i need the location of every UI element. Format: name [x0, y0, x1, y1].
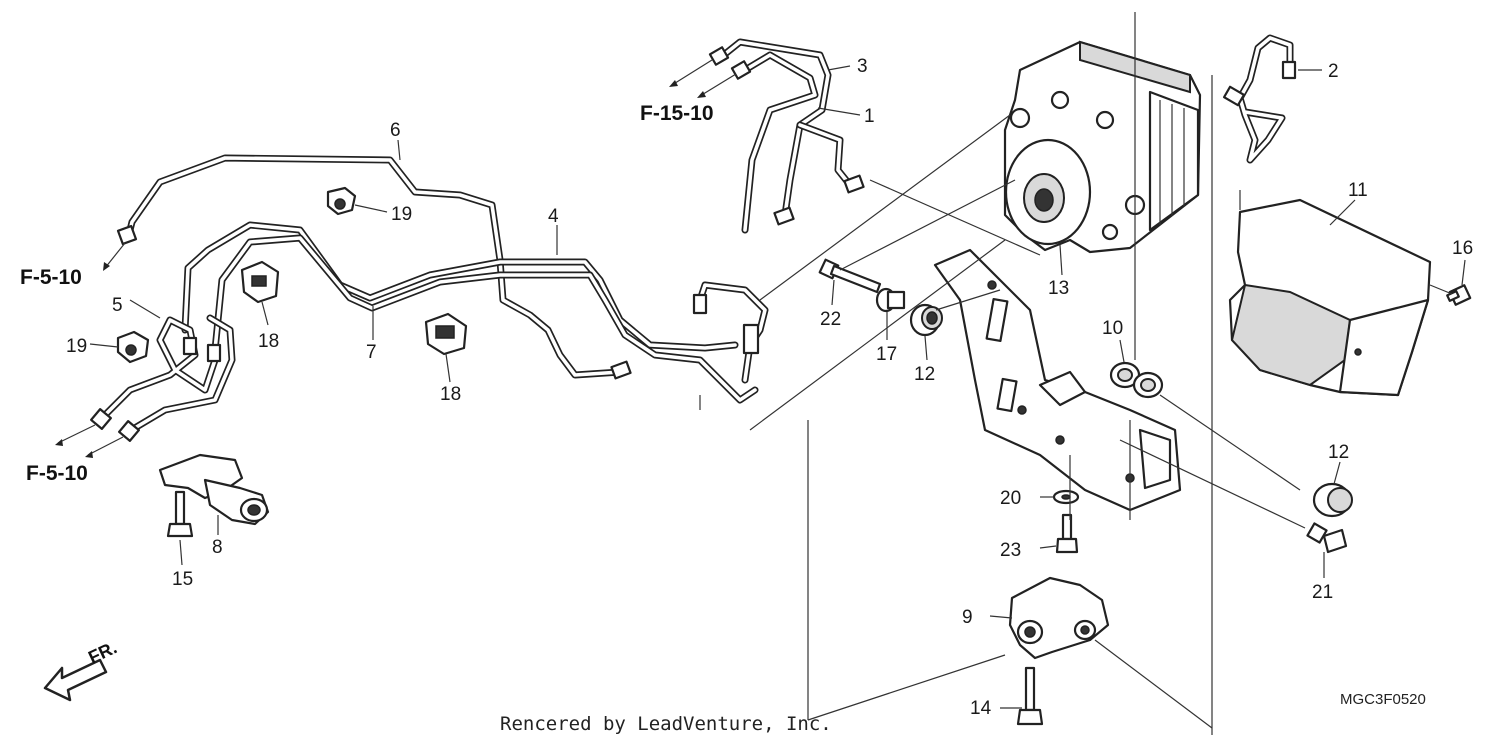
bolt-15[interactable] — [166, 490, 194, 538]
callout-15: 15 — [172, 569, 193, 590]
callout-3: 3 — [857, 56, 868, 77]
brake-pipe-5[interactable] — [96, 314, 236, 436]
callout-4: 4 — [548, 206, 559, 227]
screw-16[interactable] — [1446, 284, 1472, 306]
bolt-22[interactable] — [818, 258, 882, 294]
brake-pipes — [90, 34, 1297, 442]
part-9-joint[interactable] — [1008, 576, 1110, 660]
brake-pipe-3[interactable] — [716, 38, 832, 219]
callout-19-lower: 19 — [66, 336, 87, 357]
front-label: FR. — [85, 637, 120, 667]
reference-labels: F-15-10 F-5-10 F-5-10 — [20, 102, 714, 485]
callout-13: 13 — [1048, 278, 1069, 299]
rubber-12-lower[interactable] — [1312, 482, 1353, 518]
callout-14: 14 — [970, 698, 992, 719]
front-arrow: FR. — [43, 637, 120, 702]
callout-16: 16 — [1452, 238, 1473, 259]
callout-9: 9 — [962, 607, 973, 628]
brake-pipe-7[interactable] — [211, 234, 759, 404]
assembly-lines — [699, 12, 1453, 735]
callout-18-center: 18 — [440, 384, 461, 405]
callout-11: 11 — [1348, 180, 1368, 201]
callout-8: 8 — [212, 537, 223, 558]
reference-top: F-15-10 — [640, 102, 714, 125]
callout-23: 23 — [1000, 540, 1021, 561]
bolt-23[interactable] — [1055, 513, 1079, 554]
pipe-fittings — [90, 46, 1297, 442]
abs-modulator-13[interactable] — [1003, 40, 1202, 254]
brake-pipe-4[interactable] — [181, 221, 739, 352]
cover-11[interactable] — [1228, 198, 1432, 397]
brake-pipe-1[interactable] — [741, 51, 854, 234]
leader-lines — [89, 65, 1466, 709]
callout-22: 22 — [820, 309, 841, 330]
reference-left-upper: F-5-10 — [20, 266, 82, 289]
collar-17[interactable] — [875, 287, 906, 313]
callout-5: 5 — [112, 295, 123, 316]
callout-20: 20 — [1000, 488, 1021, 509]
credit-text: Rencered by LeadVenture, Inc. — [500, 713, 832, 735]
reference-arrows — [55, 59, 737, 458]
callout-6: 6 — [390, 120, 401, 141]
callout-17: 17 — [876, 344, 897, 365]
reference-left-lower: F-5-10 — [26, 462, 88, 485]
rubber-12-upper[interactable] — [909, 303, 943, 337]
bolt-14[interactable] — [1016, 666, 1044, 726]
part-8-bracket[interactable] — [158, 453, 270, 526]
washer-20[interactable] — [1052, 489, 1080, 505]
brake-pipe-2[interactable] — [1236, 34, 1294, 164]
callout-12-upper: 12 — [914, 364, 935, 385]
clamp-19-upper[interactable] — [326, 186, 357, 216]
callout-12-lower: 12 — [1328, 442, 1349, 463]
clamp-18-center[interactable] — [424, 312, 468, 356]
callout-10: 10 — [1102, 318, 1123, 339]
callout-7: 7 — [366, 342, 377, 363]
brake-pipe-6[interactable] — [124, 154, 624, 379]
callout-numbers: 1 2 3 4 5 6 7 8 9 10 11 12 12 13 14 15 1… — [66, 56, 1473, 719]
callout-19-upper: 19 — [391, 204, 412, 225]
callout-18-left: 18 — [258, 331, 279, 352]
modulator-bracket[interactable] — [933, 248, 1182, 512]
clamp-18-left[interactable] — [240, 260, 280, 304]
callout-1: 1 — [864, 106, 875, 127]
callout-21: 21 — [1312, 582, 1333, 603]
bolt-21[interactable] — [1306, 522, 1348, 554]
drawing-code: MGC3F0520 — [1340, 691, 1426, 708]
grommet-10[interactable] — [1109, 361, 1164, 399]
clamp-19-lower[interactable] — [116, 330, 150, 364]
callout-2: 2 — [1328, 61, 1339, 82]
